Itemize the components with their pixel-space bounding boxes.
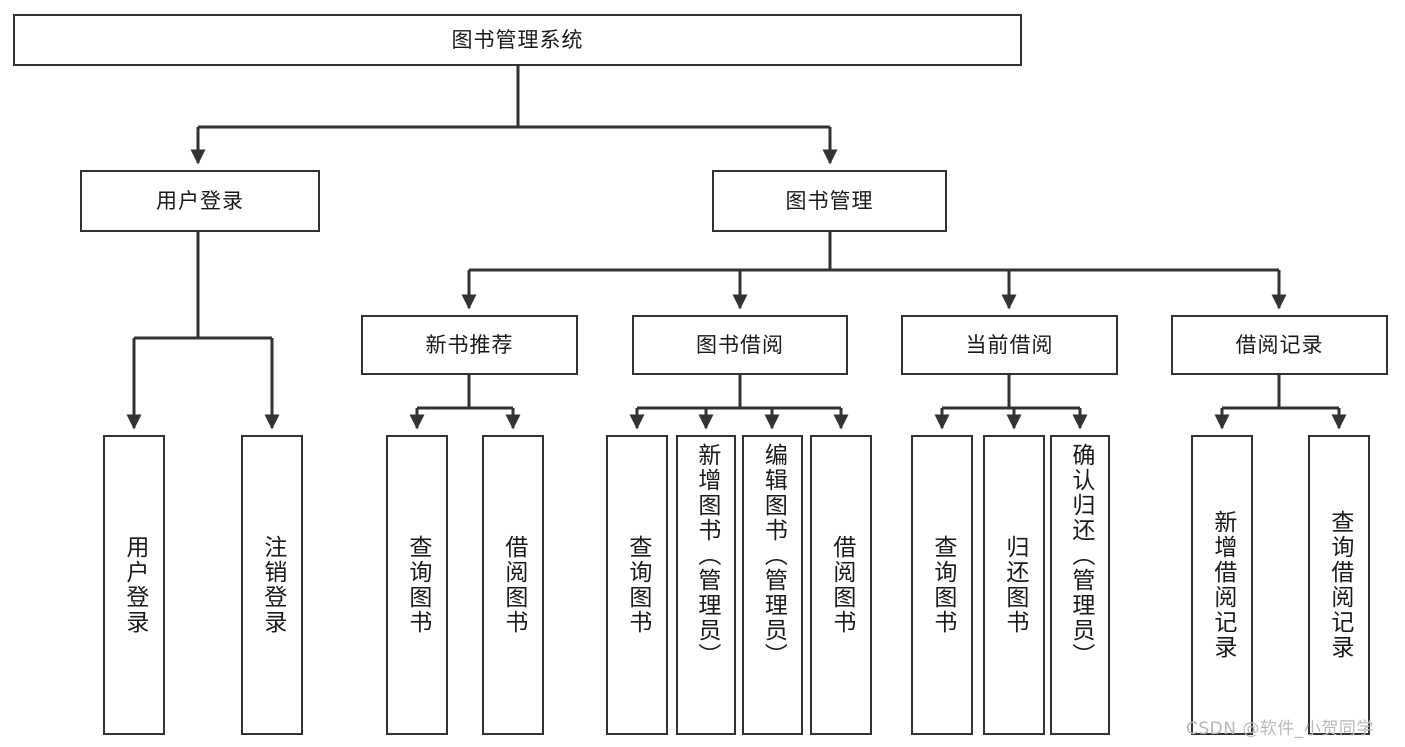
node-label-borrow-record: 借阅记录: [1235, 332, 1324, 357]
node-label-leaf-query-book-1: 查询图书: [404, 535, 431, 635]
node-current-borrow[interactable]: 当前借阅: [901, 315, 1118, 375]
node-leaf-query-book-2[interactable]: 查询图书: [606, 435, 668, 735]
node-leaf-borrow-book-1[interactable]: 借阅图书: [482, 435, 544, 735]
node-leaf-user-login[interactable]: 用户登录: [103, 435, 165, 735]
node-book-borrow[interactable]: 图书借阅: [632, 315, 848, 375]
node-leaf-logout[interactable]: 注销登录: [241, 435, 303, 735]
node-label-leaf-edit-book: 编辑图书（管理员）: [760, 443, 787, 668]
node-label-leaf-user-login: 用户登录: [121, 535, 148, 635]
node-leaf-confirm-return[interactable]: 确认归还（管理员）: [1050, 435, 1110, 735]
node-label-leaf-query-book-3: 查询图书: [929, 535, 956, 635]
csdn-watermark: CSDN @软件_小贺同学: [1186, 719, 1374, 739]
node-label-leaf-query-record: 查询借阅记录: [1326, 510, 1353, 660]
node-label-user-login: 用户登录: [156, 188, 244, 213]
node-label-leaf-borrow-book-2: 借阅图书: [828, 535, 855, 635]
node-leaf-return-book[interactable]: 归还图书: [983, 435, 1045, 735]
node-new-book-recommend[interactable]: 新书推荐: [361, 315, 578, 375]
node-leaf-query-book-3[interactable]: 查询图书: [911, 435, 973, 735]
node-borrow-record[interactable]: 借阅记录: [1171, 315, 1388, 375]
node-root[interactable]: 图书管理系统: [13, 14, 1022, 66]
node-label-book-manage: 图书管理: [785, 188, 874, 213]
node-leaf-borrow-book-2[interactable]: 借阅图书: [810, 435, 872, 735]
node-label-leaf-borrow-book-1: 借阅图书: [500, 535, 527, 635]
node-leaf-add-record[interactable]: 新增借阅记录: [1191, 435, 1253, 735]
node-leaf-query-record[interactable]: 查询借阅记录: [1308, 435, 1370, 735]
node-label-leaf-logout: 注销登录: [259, 535, 286, 635]
node-leaf-edit-book[interactable]: 编辑图书（管理员）: [742, 435, 803, 735]
node-label-root: 图书管理系统: [451, 27, 584, 52]
node-user-login[interactable]: 用户登录: [80, 170, 320, 232]
node-label-new-book-recommend: 新书推荐: [425, 332, 514, 357]
node-label-book-borrow: 图书借阅: [696, 332, 784, 357]
node-label-leaf-query-book-2: 查询图书: [624, 535, 651, 635]
node-leaf-query-book-1[interactable]: 查询图书: [386, 435, 448, 735]
node-label-leaf-add-book: 新增图书（管理员）: [693, 443, 720, 668]
node-label-current-borrow: 当前借阅: [965, 332, 1054, 357]
node-label-leaf-return-book: 归还图书: [1001, 535, 1028, 635]
node-book-manage[interactable]: 图书管理: [712, 170, 947, 232]
node-leaf-add-book[interactable]: 新增图书（管理员）: [676, 435, 736, 735]
node-label-leaf-add-record: 新增借阅记录: [1209, 510, 1236, 660]
node-label-leaf-confirm-return: 确认归还（管理员）: [1067, 443, 1094, 668]
